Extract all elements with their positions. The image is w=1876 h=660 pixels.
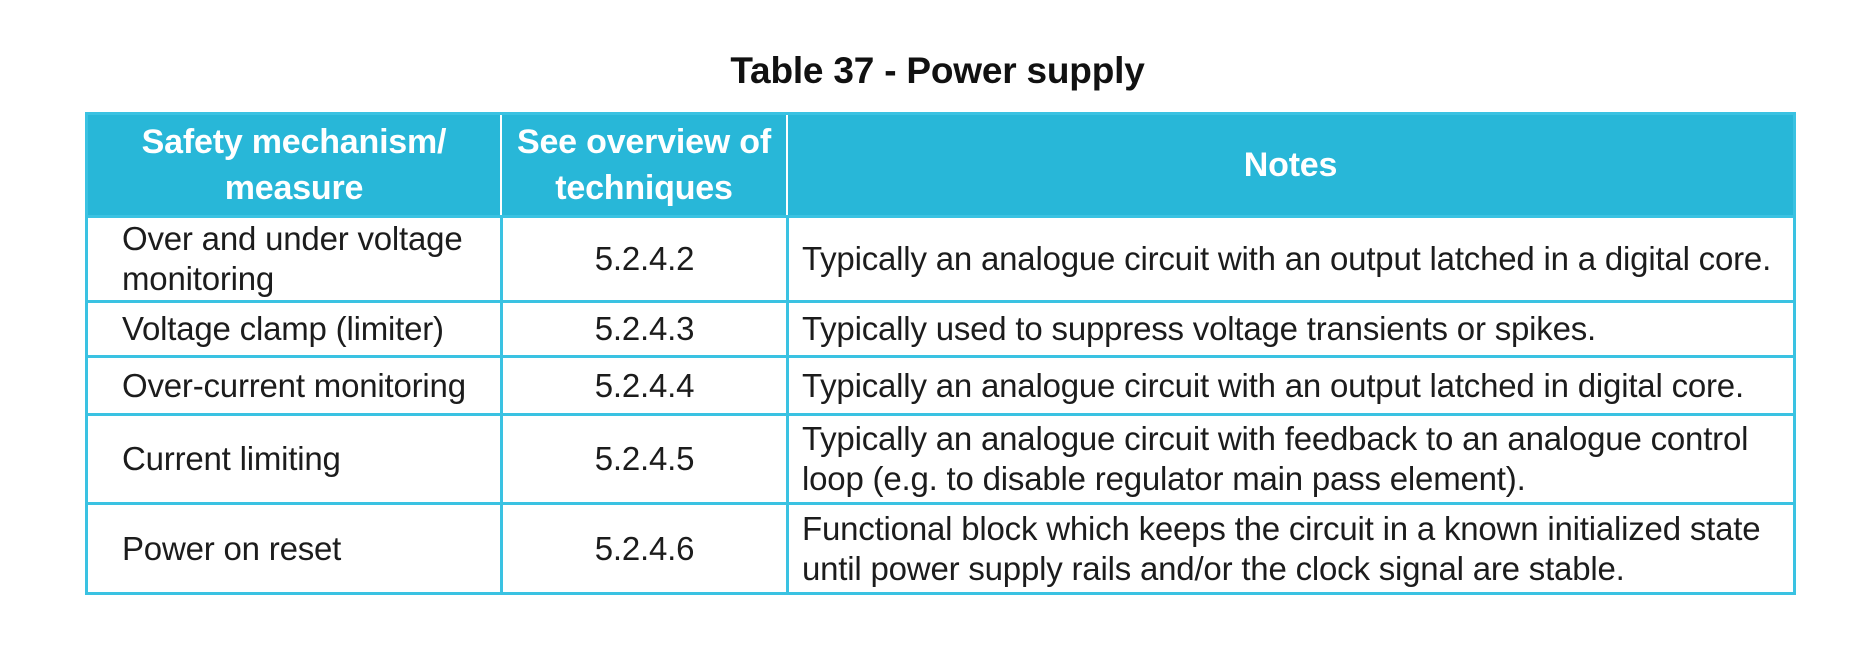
mechanism-cell: Power on reset [88, 502, 500, 592]
header-row: Safety mechanism/ measure See overview o… [88, 115, 1793, 215]
notes-cell: Typically an analogue circuit with an ou… [786, 355, 1793, 413]
notes-cell: Typically an analogue circuit with an ou… [786, 215, 1793, 300]
table-row: Over-current monitoring 5.2.4.4 Typicall… [88, 355, 1793, 413]
table-row: Current limiting 5.2.4.5 Typically an an… [88, 413, 1793, 502]
notes-cell: Typically used to suppress voltage trans… [786, 300, 1793, 355]
technique-cell: 5.2.4.3 [500, 300, 786, 355]
technique-cell: 5.2.4.5 [500, 413, 786, 502]
table-title: Table 37 - Power supply [730, 50, 1145, 91]
technique-cell: 5.2.4.4 [500, 355, 786, 413]
technique-cell: 5.2.4.2 [500, 215, 786, 300]
column-header-see-overview: See overview of techniques [500, 115, 786, 215]
table-row: Power on reset 5.2.4.6 Functional block … [88, 502, 1793, 592]
mechanism-cell: Over and under voltage monitoring [88, 215, 500, 300]
mechanism-cell: Over-current monitoring [88, 355, 500, 413]
mechanism-cell: Voltage clamp (limiter) [88, 300, 500, 355]
notes-cell: Functional block which keeps the circuit… [786, 502, 1793, 592]
table-row: Voltage clamp (limiter) 5.2.4.3 Typicall… [88, 300, 1793, 355]
column-header-safety-mechanism: Safety mechanism/ measure [88, 115, 500, 215]
table-row: Over and under voltage monitoring 5.2.4.… [88, 215, 1793, 300]
mechanism-cell: Current limiting [88, 413, 500, 502]
column-header-notes: Notes [786, 115, 1793, 215]
power-supply-table: Safety mechanism/ measure See overview o… [85, 112, 1796, 595]
technique-cell: 5.2.4.6 [500, 502, 786, 592]
notes-cell: Typically an analogue circuit with feedb… [786, 413, 1793, 502]
